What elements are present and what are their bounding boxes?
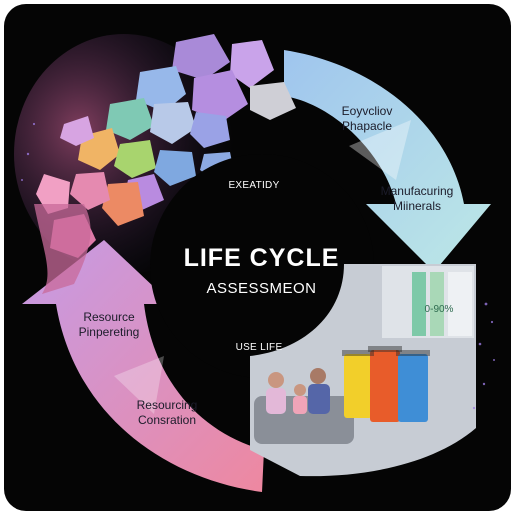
cycle-diagram xyxy=(14,34,495,492)
center-disc xyxy=(150,154,374,378)
stage-label-3: Resourcing Consration xyxy=(136,398,198,427)
stage-arrow-top-right xyxy=(284,50,491,272)
inner-label-top: EXEATIDY xyxy=(228,180,280,191)
stage-label-1: Eoyvcliov Phapacle xyxy=(341,104,393,133)
rock xyxy=(106,98,154,140)
panel-stripe xyxy=(448,272,472,336)
rock xyxy=(192,70,248,122)
recycle-bin-orange xyxy=(370,350,400,422)
rock xyxy=(190,112,230,148)
rock xyxy=(230,40,274,88)
rock xyxy=(250,82,296,120)
stage-arrow-facet xyxy=(114,356,164,414)
use-life-scene xyxy=(250,264,476,477)
inner-label-bottom: USE LIFE xyxy=(235,342,283,353)
recycle-bin-blue xyxy=(398,354,428,422)
person-head xyxy=(310,368,326,384)
rock xyxy=(150,102,196,144)
sparkles xyxy=(21,122,495,410)
rock xyxy=(114,140,156,178)
rock xyxy=(60,116,94,146)
person-body xyxy=(308,384,330,414)
rock xyxy=(70,172,110,210)
bin-lid xyxy=(396,350,430,356)
child-head xyxy=(294,384,306,396)
panel-stripe xyxy=(412,272,426,336)
mineral-rocks xyxy=(36,34,296,258)
bin-lid xyxy=(342,350,374,356)
diagram-frame: EXEATIDY LIFE CYCLE ASSESSMEON USE LIFE … xyxy=(4,4,511,511)
panel-stripe xyxy=(430,272,444,336)
stage-label-4: Resource Pinpereting xyxy=(78,310,140,339)
recycle-bin-yellow xyxy=(344,354,372,418)
person-head xyxy=(268,372,284,388)
stage-arrow-facet xyxy=(349,120,411,180)
diagram-subtitle: ASSESSMEON xyxy=(206,280,317,297)
rock xyxy=(172,34,230,80)
rock xyxy=(102,182,144,226)
panel-text: 0-90% xyxy=(424,304,454,315)
rock xyxy=(154,150,196,186)
bin-lid xyxy=(368,346,402,352)
pigment-powder xyxy=(34,204,91,294)
child-body xyxy=(293,396,307,414)
diagram-title: LIFE CYCLE xyxy=(183,244,340,272)
stage-arrow-bottom-left xyxy=(22,240,264,492)
person-body xyxy=(266,388,286,414)
stage-label-2: Manufacuring Miinerals xyxy=(380,184,454,213)
rock xyxy=(136,66,186,112)
